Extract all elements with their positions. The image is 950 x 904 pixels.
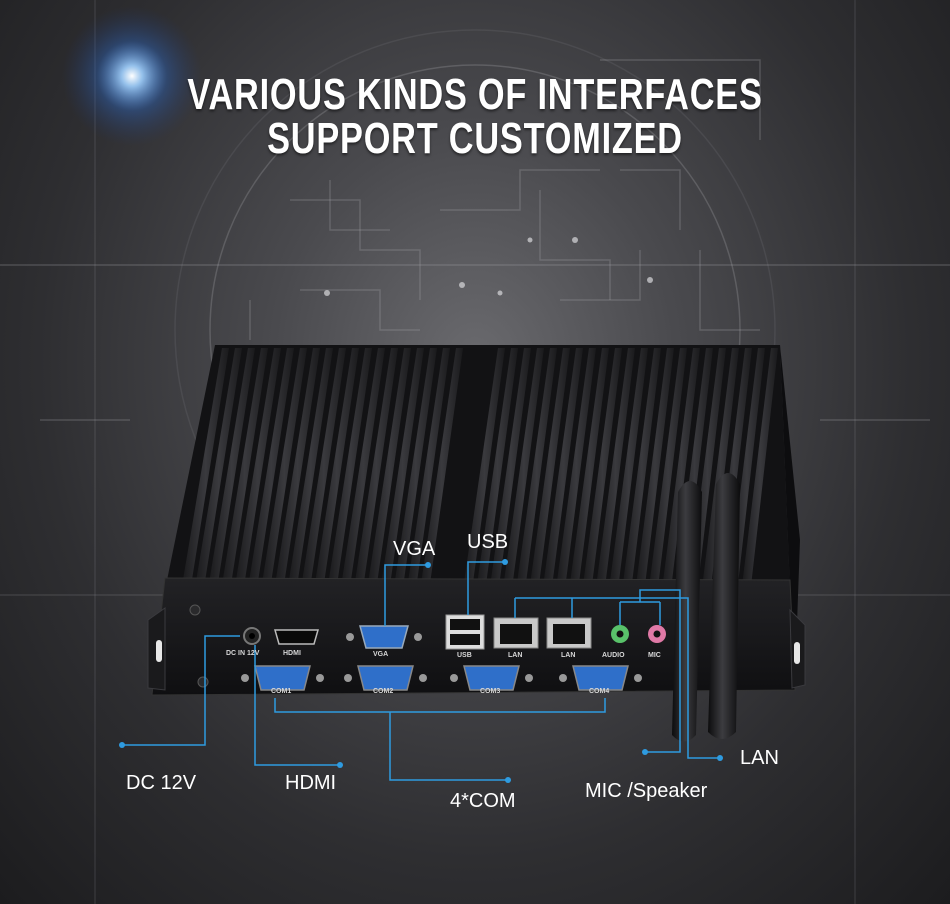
com-port-4 <box>559 665 642 691</box>
heat-sink-fin <box>354 348 398 585</box>
heat-sink-fin <box>662 348 700 585</box>
com-port-3 <box>450 665 533 691</box>
chassis-side <box>780 345 800 680</box>
callout-com: 4*COM <box>450 790 516 812</box>
callout-lines <box>122 561 720 781</box>
heat-sink-fins <box>182 348 778 585</box>
heat-sink-fin <box>503 348 544 585</box>
heat-sink-fin <box>341 348 385 585</box>
heat-sink-fin <box>463 348 505 585</box>
callout-hdmi: HDMI <box>285 772 337 794</box>
heat-sink-fin <box>328 348 372 585</box>
heat-sink-fin <box>556 348 596 585</box>
heat-sink-fin <box>274 348 320 585</box>
com-port-2 <box>344 665 427 691</box>
heat-sink-fin <box>622 348 661 585</box>
heat-sink-fin <box>609 348 648 585</box>
com-port-1 <box>241 665 324 691</box>
heat-sink-fin <box>394 348 437 585</box>
heat-sink-fin <box>288 348 333 585</box>
callout-lan: LAN <box>740 747 779 769</box>
screw <box>197 676 209 688</box>
heat-sink-fin <box>476 348 518 585</box>
port-label-mic: MIC <box>648 652 661 659</box>
screw <box>189 604 201 616</box>
wifi-antenna-right <box>708 473 740 739</box>
heat-sink-fin <box>235 348 281 585</box>
heat-sink-fin <box>490 348 531 585</box>
port-label-audio: AUDIO <box>602 652 625 659</box>
heat-sink-fin <box>583 348 622 585</box>
callout-vga: VGA <box>393 538 436 560</box>
heat-sink-fin <box>543 348 583 585</box>
heat-sink-fin <box>569 348 609 585</box>
heat-sink-fin <box>381 348 424 585</box>
heat-sink-fin <box>367 348 411 585</box>
heat-sink-fin <box>702 348 739 585</box>
headline-line-2: SUPPORT CUSTOMIZED <box>267 114 683 163</box>
circuit-nodes <box>324 237 653 296</box>
heat-sink-fin <box>301 348 346 585</box>
callout-dots <box>119 559 723 783</box>
mounting-slot-right <box>794 642 800 664</box>
port-label-com3: COM3 <box>480 688 501 695</box>
callout-mic-speaker: MIC /Speaker <box>585 780 708 802</box>
port-label-com1: COM1 <box>271 688 292 695</box>
heat-sink-fin <box>182 348 229 585</box>
heat-sink-fin <box>516 348 557 585</box>
port-label-vga: VGA <box>373 651 389 658</box>
heat-sink-fin <box>636 348 674 585</box>
mounting-slot-left <box>156 640 162 662</box>
heat-sink-fin <box>314 348 359 585</box>
heat-sink-fin <box>596 348 635 585</box>
heat-sink-fin <box>248 348 294 585</box>
headline-line-1: VARIOUS KINDS OF INTERFACES <box>187 70 763 119</box>
vga-port <box>359 625 409 649</box>
port-label-lan-1: LAN <box>508 652 523 659</box>
callout-dc-12v: DC 12V <box>126 772 197 794</box>
heat-sink-fin <box>208 348 255 585</box>
heat-sink-fin <box>529 348 570 585</box>
port-label-com2: COM2 <box>373 688 394 695</box>
heat-sink-fin <box>649 348 687 585</box>
port-label-com4: COM4 <box>589 688 610 695</box>
heat-sink-fin <box>195 348 242 585</box>
port-label-dc: DC IN 12V <box>226 650 260 657</box>
heat-sink-fin <box>261 348 307 585</box>
heat-sink-fin <box>407 348 450 585</box>
port-label-usb: USB <box>457 652 472 659</box>
heat-sink-fin <box>420 348 463 585</box>
light-flare <box>62 6 202 146</box>
heat-sink-fin <box>742 348 778 585</box>
heat-sink-fin <box>221 348 268 585</box>
callout-usb: USB <box>467 531 509 553</box>
hdmi-port <box>274 629 319 645</box>
port-label-lan-2: LAN <box>561 652 576 659</box>
port-label-hdmi: HDMI <box>283 650 301 657</box>
